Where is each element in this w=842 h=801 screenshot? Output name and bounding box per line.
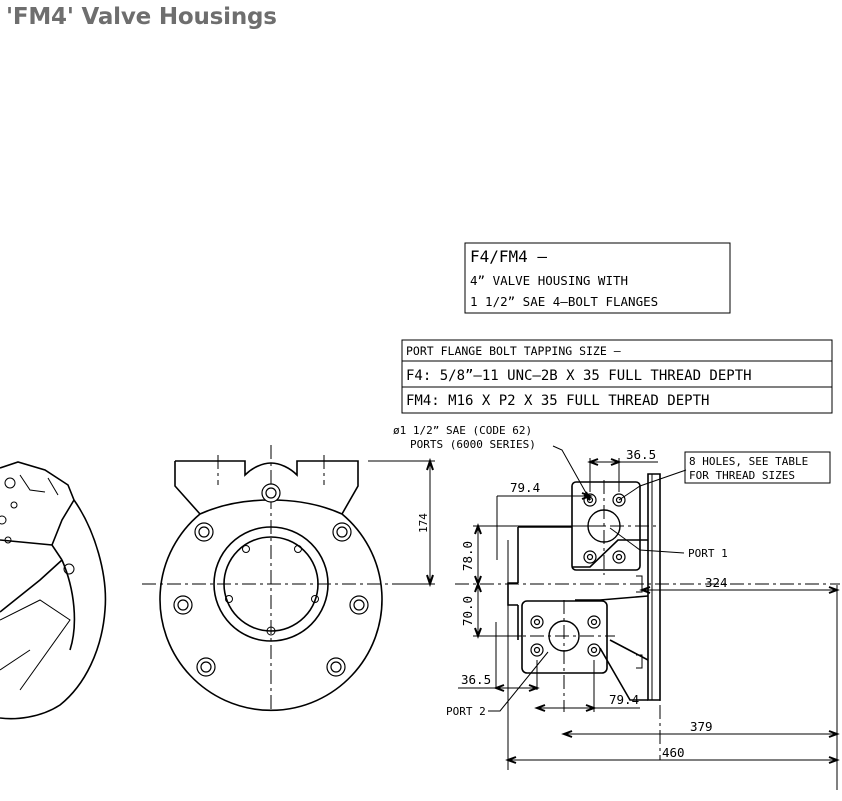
dim-379: 379 [690,719,713,734]
dim-174: 174 [417,513,430,533]
dim-36-5-top: 36.5 [626,447,656,462]
port2-label: PORT 2 [446,705,486,718]
dim-36-5-bottom: 36.5 [461,672,491,687]
title-box [464,242,731,314]
front-view [142,445,435,712]
dim-78-0: 78.0 [460,541,475,571]
dim-324: 324 [705,575,728,590]
title-box-line2: 4” VALVE HOUSING WITH [470,273,628,288]
tapping-table-header: PORT FLANGE BOLT TAPPING SIZE – [406,344,621,358]
side-view [455,473,840,790]
dim-460: 460 [662,745,685,760]
tapping-table-row-fm4: FM4: M16 X P2 X 35 FULL THREAD DEPTH [406,393,709,409]
title-box-line1: F4/FM4 – [470,247,547,266]
holes-note-line2: FOR THREAD SIZES [689,469,795,482]
tapping-table-row-f4: F4: 5/8”–11 UNC–2B X 35 FULL THREAD DEPT… [406,368,752,384]
dim-70-0: 70.0 [460,596,475,626]
ports-label-line2: PORTS (6000 SERIES) [410,438,536,451]
side-view-dimensions [458,445,840,764]
dim-79-4-top: 79.4 [510,480,540,495]
holes-note-line1: 8 HOLES, SEE TABLE [689,455,808,468]
ports-label-line1: ø1 1/2” SAE (CODE 62) [393,424,532,437]
page-title: 'FM4' Valve Housings [6,4,277,30]
isometric-housing-view [0,461,107,720]
tapping-table [401,339,833,414]
dim-79-4-bottom: 79.4 [609,692,639,707]
front-view-bolts [173,522,369,677]
holes-note-box [684,451,831,484]
title-box-line3: 1 1/2” SAE 4–BOLT FLANGES [470,294,658,309]
port1-label: PORT 1 [688,547,728,560]
